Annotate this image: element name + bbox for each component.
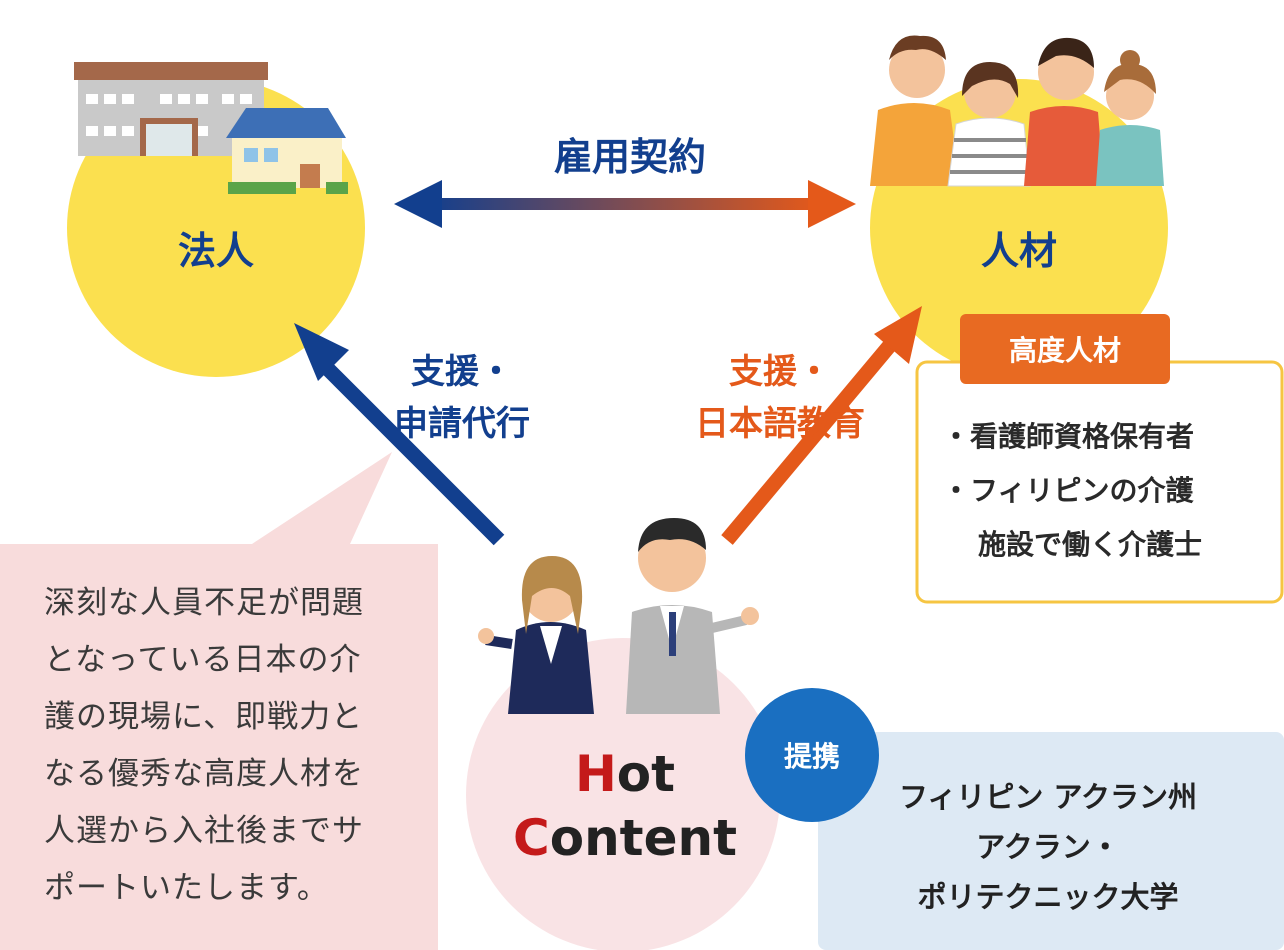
house-illustration: [226, 108, 348, 194]
support-left-line1: 支援・: [411, 352, 513, 392]
callout-text: 深刻な人員不足が問題 となっている日本の介 護の現場に、即戦力と なる優秀な高度…: [44, 575, 424, 917]
support-right-label: 支援・ 日本語教育: [660, 346, 900, 450]
callout-line: ポートいたします。: [44, 870, 329, 906]
partner-badge: 提携: [745, 688, 879, 822]
company-name-line2: Content: [470, 806, 780, 870]
partner-text: フィリピン アクラン州 アクラン・ ポリテクニック大学: [838, 772, 1258, 922]
company-initial-c: C: [513, 809, 550, 867]
company-name: Hot Content: [470, 742, 780, 870]
contract-arrow: [394, 180, 856, 228]
staff-illustration: [478, 518, 759, 714]
callout-line: なる優秀な高度人材を: [44, 756, 364, 792]
talent-box-title: 高度人材: [960, 314, 1170, 384]
partner-line: フィリピン アクラン州: [898, 780, 1198, 814]
talent-list-item: ・フィリピンの介護: [942, 474, 1194, 507]
partner-line: アクラン・: [976, 830, 1120, 864]
support-right-arrow: [721, 306, 922, 545]
partner-line: ポリテクニック大学: [917, 880, 1179, 914]
support-right-line1: 支援・: [729, 352, 831, 392]
company-initial-h: H: [574, 745, 617, 803]
callout-line: 人選から入社後までサ: [44, 813, 364, 849]
company-circle: [466, 638, 780, 950]
callout-line: となっている日本の介: [44, 642, 362, 678]
support-right-line2: 日本語教育: [695, 404, 865, 444]
callout-bubble: [0, 452, 438, 950]
partner-box: [818, 732, 1284, 950]
talent-list-item: ・看護師資格保有者: [942, 420, 1195, 453]
callout-line: 護の現場に、即戦力と: [44, 699, 364, 735]
company-name-ontent: ontent: [549, 809, 737, 867]
talent-label: 人材: [980, 229, 1057, 273]
support-left-arrow: [294, 323, 505, 546]
support-left-label: 支援・ 申請代行: [372, 346, 552, 450]
people-illustration: [870, 35, 1164, 187]
talent-list: ・看護師資格保有者 ・フィリピンの介護 施設で働く介護士: [942, 410, 1272, 572]
company-name-ot: ot: [616, 745, 676, 803]
corporation-label: 法人: [177, 229, 254, 273]
contract-label: 雇用契約: [553, 135, 706, 179]
talent-list-item: 施設で働く介護士: [978, 528, 1203, 561]
callout-line: 深刻な人員不足が問題: [44, 585, 364, 621]
company-name-line1: Hot: [470, 742, 780, 806]
support-left-line2: 申請代行: [394, 404, 530, 444]
